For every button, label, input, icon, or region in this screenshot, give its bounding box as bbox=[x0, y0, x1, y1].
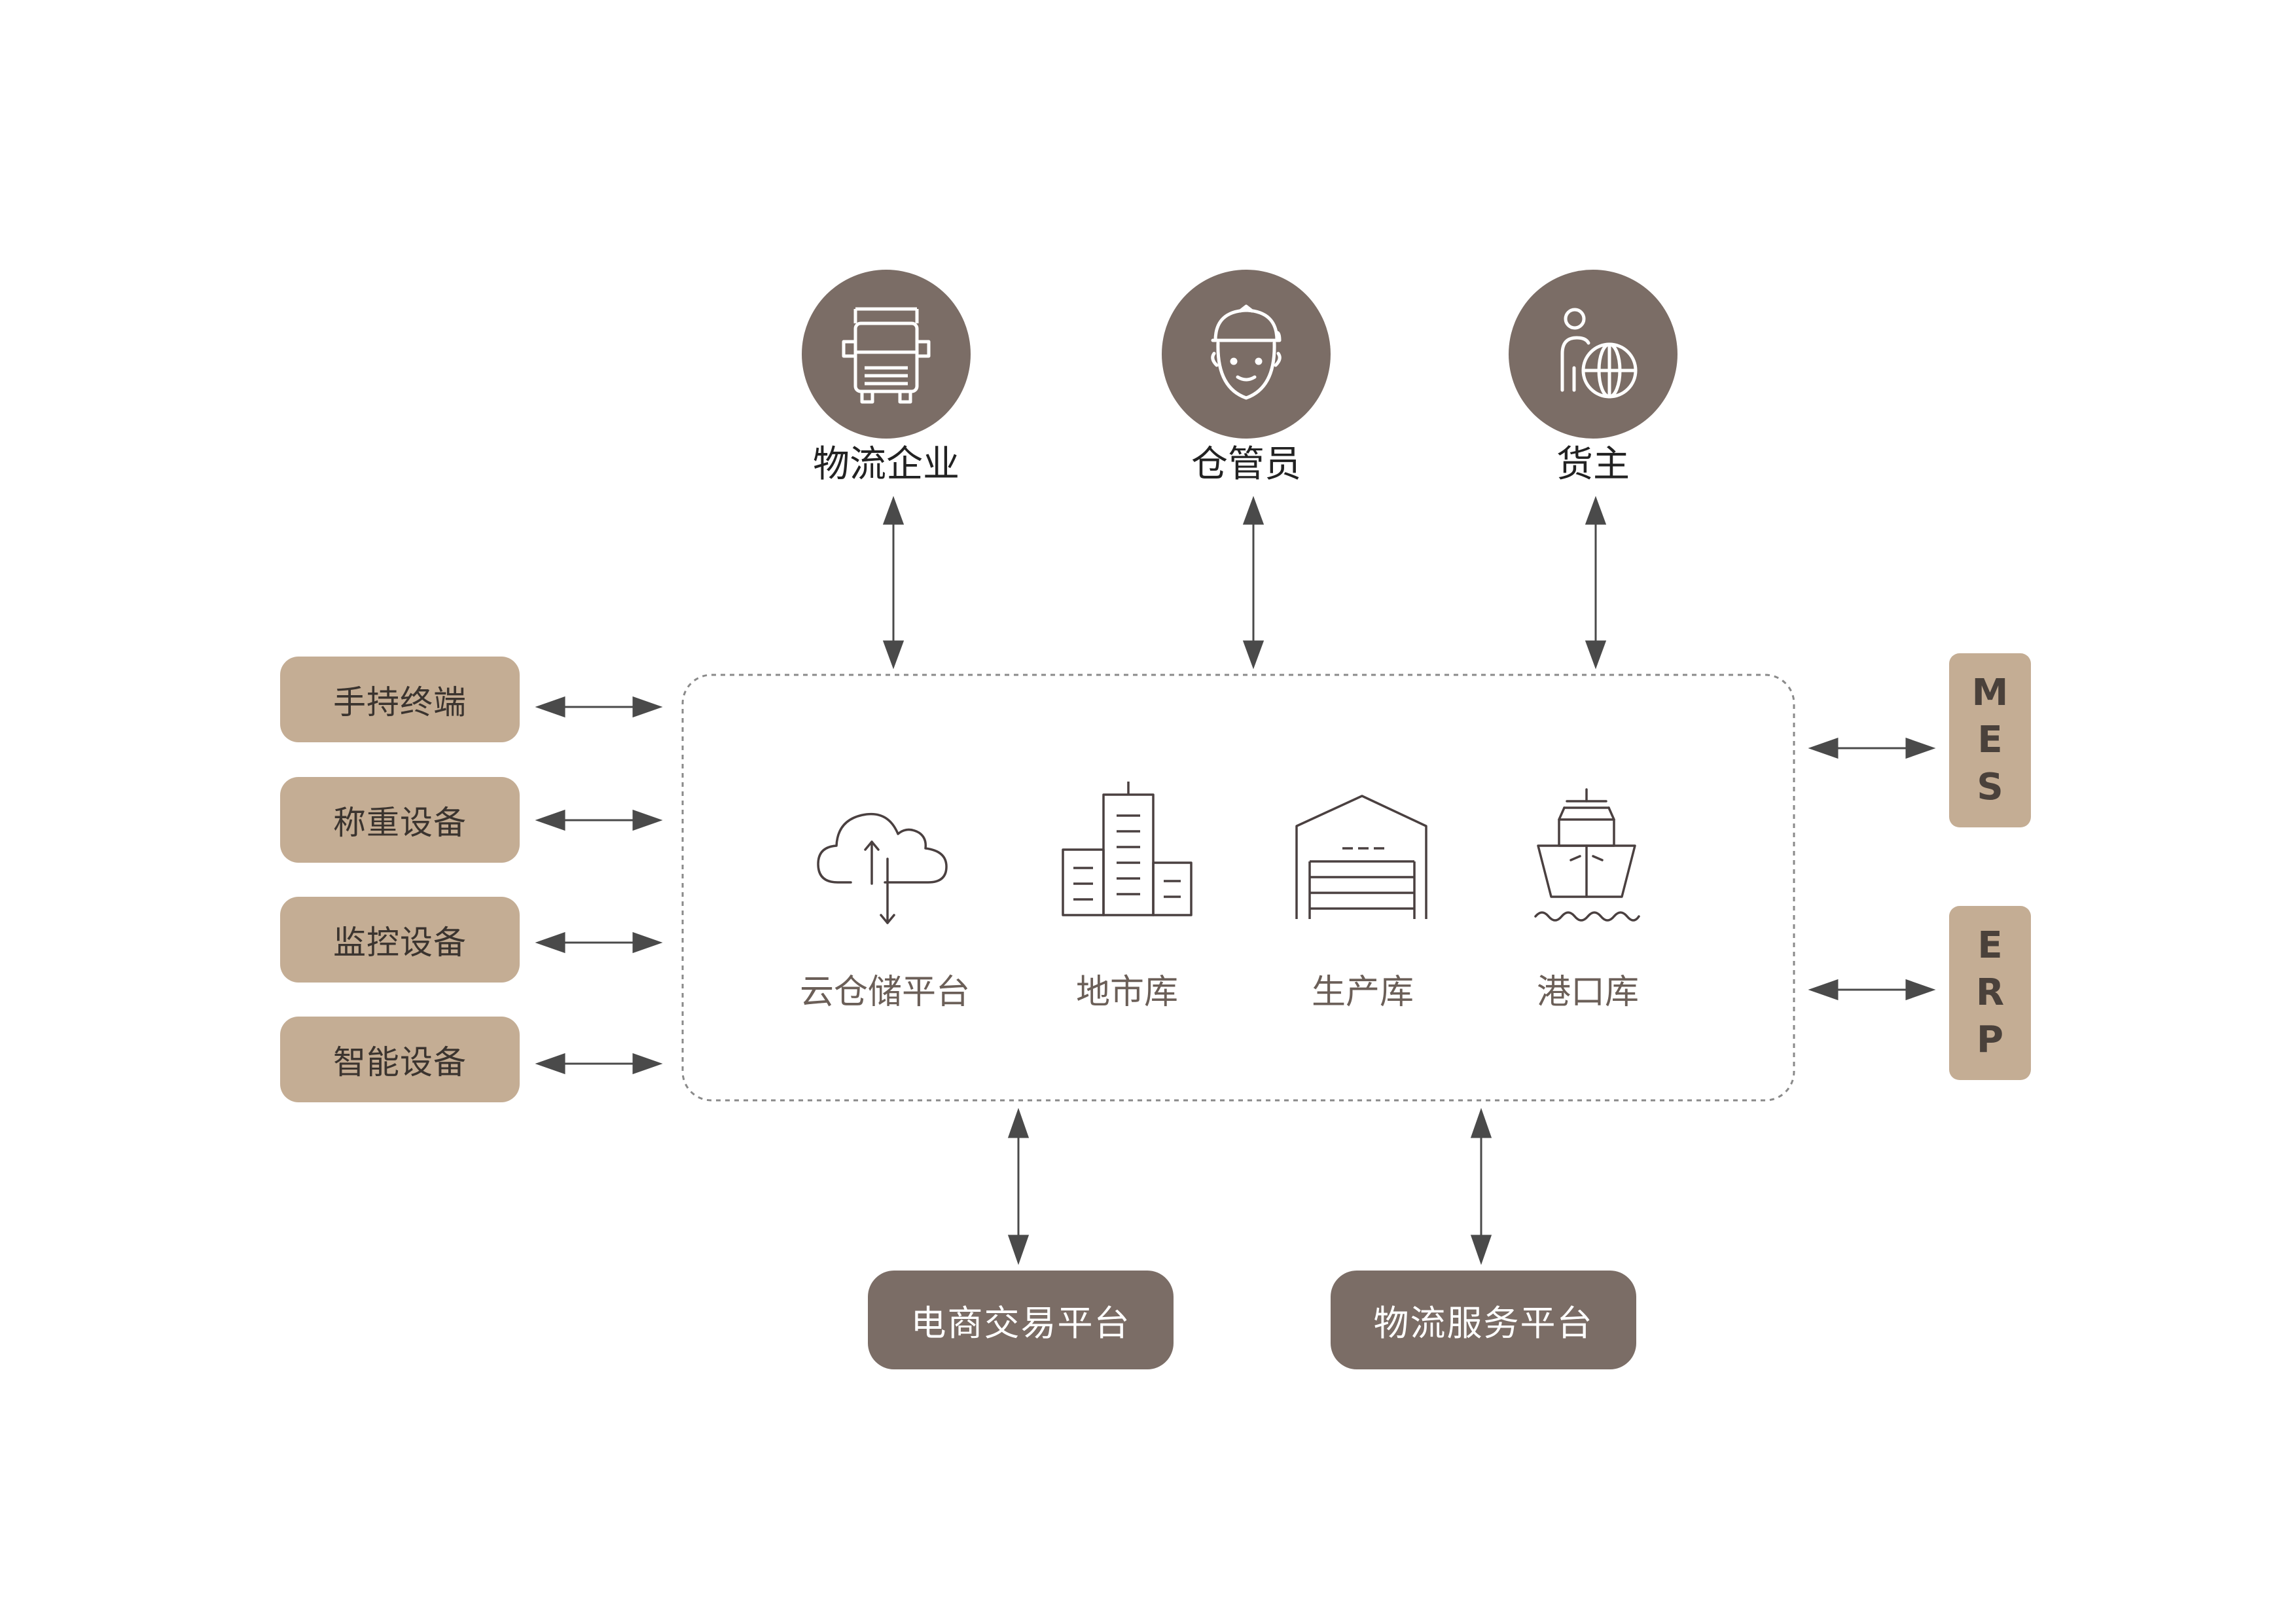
arrow-device-3 bbox=[535, 931, 663, 954]
city-buildings-icon bbox=[1062, 782, 1193, 916]
actor-logistics bbox=[802, 270, 971, 439]
system-erp: E R P bbox=[1949, 906, 2031, 1080]
ship-icon bbox=[1534, 788, 1640, 922]
actor-label-owner: 货主 bbox=[1556, 443, 1630, 486]
device-weighing: 称重设备 bbox=[280, 777, 520, 863]
arrow-logistics-service bbox=[1470, 1108, 1492, 1265]
device-label: 称重设备 bbox=[333, 803, 467, 842]
warehouse-icon bbox=[1295, 795, 1427, 919]
arrow-owner-core bbox=[1585, 496, 1607, 670]
system-letter: P bbox=[1976, 1019, 2004, 1061]
actor-label-logistics: 物流企业 bbox=[813, 443, 960, 486]
platform-ecommerce: 电商交易平台 bbox=[868, 1271, 1174, 1369]
actor-owner bbox=[1509, 270, 1677, 439]
arrow-keeper-core bbox=[1242, 496, 1265, 670]
system-letter: M bbox=[1971, 672, 2009, 714]
platform-label: 电商交易平台 bbox=[910, 1303, 1131, 1344]
system-letter: E bbox=[1977, 719, 2003, 761]
storage-label-production: 生产库 bbox=[1311, 973, 1414, 1012]
device-label: 智能设备 bbox=[333, 1043, 467, 1081]
device-label: 手持终端 bbox=[333, 683, 467, 721]
platform-label: 物流服务平台 bbox=[1373, 1303, 1594, 1344]
storage-label-cloud: 云仓储平台 bbox=[799, 973, 970, 1012]
device-monitoring: 监控设备 bbox=[280, 897, 520, 983]
device-label: 监控设备 bbox=[333, 923, 467, 962]
arrow-device-2 bbox=[535, 809, 663, 831]
system-letter: R bbox=[1975, 971, 2005, 1014]
actor-keeper bbox=[1162, 270, 1331, 439]
device-smart: 智能设备 bbox=[280, 1017, 520, 1102]
actor-label-keeper: 仓管员 bbox=[1191, 443, 1301, 486]
arrow-erp bbox=[1808, 979, 1936, 1001]
system-letter: E bbox=[1977, 924, 2003, 967]
worker-icon bbox=[1211, 304, 1282, 400]
device-handheld-terminal: 手持终端 bbox=[280, 657, 520, 742]
storage-label-city: 地市库 bbox=[1075, 973, 1178, 1012]
truck-icon bbox=[842, 307, 931, 404]
arrow-ecommerce bbox=[1007, 1108, 1030, 1265]
person-globe-icon bbox=[1560, 308, 1638, 399]
core-platform-container bbox=[681, 674, 1795, 1102]
arrow-device-4 bbox=[535, 1053, 663, 1075]
cloud-transfer-icon bbox=[817, 812, 948, 924]
platform-logistics-service: 物流服务平台 bbox=[1331, 1271, 1636, 1369]
storage-label-port: 港口库 bbox=[1536, 973, 1639, 1012]
system-letter: S bbox=[1977, 766, 2003, 808]
arrow-device-1 bbox=[535, 696, 663, 718]
system-mes: M E S bbox=[1949, 653, 2031, 827]
arrow-mes bbox=[1808, 737, 1936, 759]
arrow-logistics-core bbox=[882, 496, 905, 670]
